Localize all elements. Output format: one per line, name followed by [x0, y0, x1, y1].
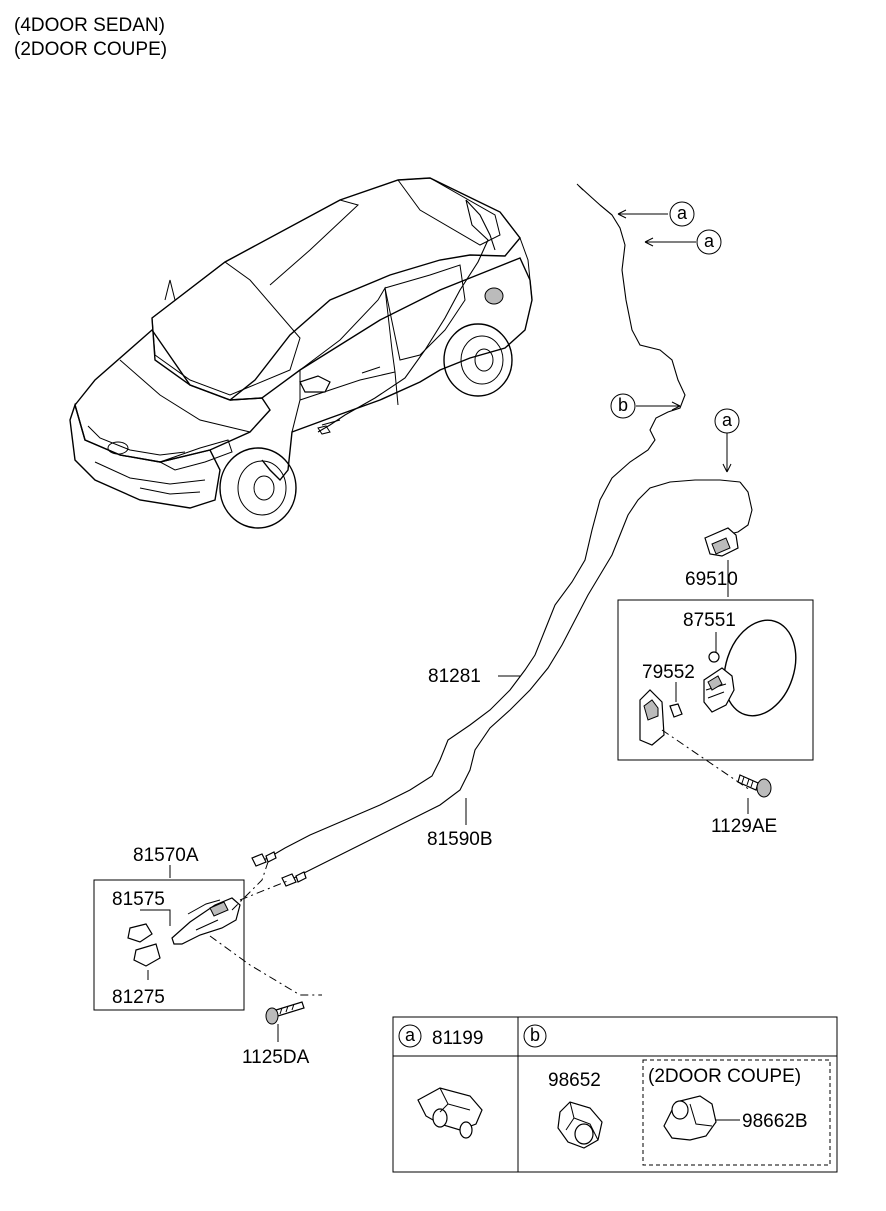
legend-b-part-2: 98662B: [742, 1111, 808, 1132]
part-label-81570A: 81570A: [133, 845, 199, 866]
trunk-cable-81590B: [281, 479, 753, 887]
opener-cable-81281: [251, 183, 696, 867]
legend-b-coupe-label: (2DOOR COUPE): [648, 1066, 801, 1087]
callout-a-letter-2: a: [704, 231, 715, 251]
part-label-81281: 81281: [428, 666, 481, 687]
legend-table-border: [392, 1016, 838, 1173]
clip-98652-icon: [557, 1101, 603, 1149]
part-label-69510: 69510: [685, 569, 738, 590]
part-label-81575: 81575: [112, 889, 165, 910]
part-label-81590B: 81590B: [427, 829, 493, 850]
screw-1129AE: [737, 774, 772, 814]
callout-a-fuel-door: a: [714, 408, 740, 473]
callout-a-letter-3: a: [722, 410, 733, 430]
part-label-1125DA: 1125DA: [242, 1047, 310, 1068]
part-label-87551: 87551: [683, 610, 736, 631]
callout-b-letter: b: [618, 395, 628, 415]
fuel-door-group: [617, 560, 814, 791]
legend-a-letter: a: [405, 1025, 416, 1045]
callout-a-letter-1: a: [677, 203, 688, 223]
legend-table: a 81199 b 98652 (2DOOR COUPE): [392, 1016, 838, 1173]
clip-81199-icon: [417, 1087, 483, 1139]
part-label-79552: 79552: [642, 662, 695, 683]
callout-b-cable: b: [610, 393, 636, 419]
part-label-81275: 81275: [112, 987, 165, 1008]
car-illustration: [69, 177, 533, 529]
callout-a-top-1: a: [669, 201, 695, 227]
opener-lever-box: [93, 879, 245, 1011]
header-coupe-label: (2DOOR COUPE): [14, 39, 167, 60]
bolt-1125DA: [265, 1001, 305, 1042]
coupe-dashed-box: [642, 1059, 831, 1166]
clip-98662B-icon: [663, 1095, 740, 1141]
legend-b-part-1: 98652: [548, 1070, 601, 1091]
opener-lever-group: [93, 861, 322, 1011]
legend-a-part: 81199: [432, 1028, 483, 1049]
legend-b-letter: b: [530, 1025, 540, 1045]
header-sedan-label: (4DOOR SEDAN): [14, 15, 165, 36]
callout-a-top-2: a: [696, 229, 722, 255]
part-label-1129AE: 1129AE: [711, 816, 777, 837]
fuel-door-box: [617, 599, 814, 761]
